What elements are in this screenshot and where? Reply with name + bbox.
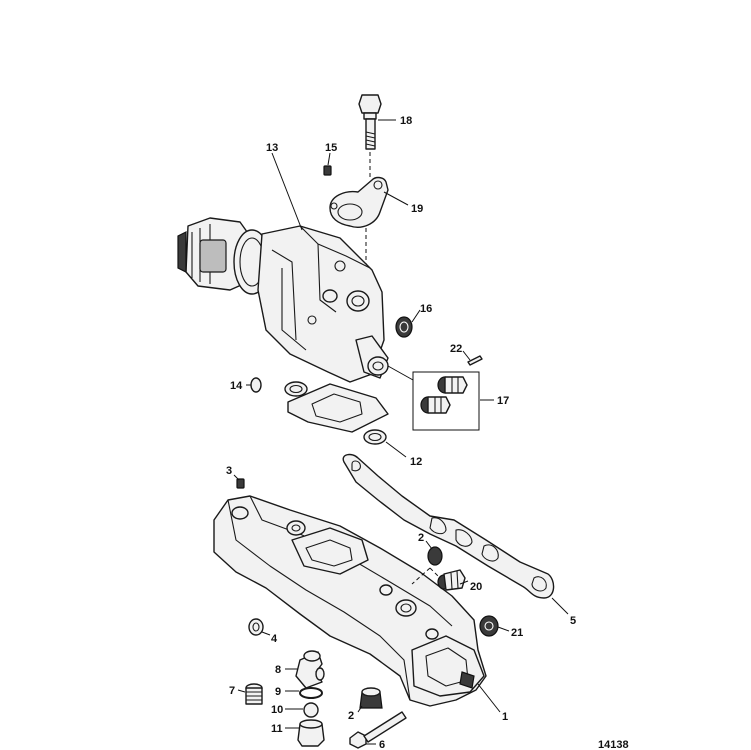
callout-18: 18	[400, 115, 412, 127]
plug-21	[479, 615, 499, 637]
plug-2-upper	[427, 546, 443, 566]
bracket-19	[329, 176, 389, 228]
callout-7: 7	[229, 685, 235, 697]
leader-lines	[233, 119, 569, 745]
callout-12: 12	[410, 456, 422, 468]
manifold-gasket-5	[342, 453, 555, 599]
plug-3	[236, 478, 245, 489]
callout-1: 1	[502, 711, 508, 723]
callout-2-lower: 2	[348, 710, 354, 722]
tee-fitting-8	[295, 650, 325, 689]
gasket-12	[284, 381, 389, 445]
callout-21: 21	[511, 627, 523, 639]
callout-16: 16	[420, 303, 432, 315]
callout-9: 9	[275, 686, 281, 698]
fitting-20	[437, 569, 466, 591]
pin-22	[467, 355, 483, 366]
bolt-6	[349, 711, 407, 749]
callout-5: 5	[570, 615, 576, 627]
callout-20: 20	[470, 581, 482, 593]
callout-11: 11	[271, 723, 283, 735]
ball-10	[303, 702, 319, 718]
callout-6: 6	[379, 739, 385, 750]
plug-2-lower	[359, 687, 383, 709]
callout-14: 14	[230, 380, 243, 392]
callout-8: 8	[275, 664, 281, 676]
plug-4	[248, 618, 264, 636]
o-ring-9	[299, 687, 323, 699]
bolt-18	[358, 94, 382, 150]
callout-22: 22	[450, 343, 462, 355]
fitting-11	[297, 719, 325, 747]
callout-3: 3	[226, 465, 232, 477]
callout-2-upper: 2	[418, 532, 424, 544]
callout-17: 17	[497, 395, 509, 407]
fitting-7	[245, 683, 263, 705]
callout-19: 19	[411, 203, 423, 215]
figure-number: 14138	[598, 739, 629, 750]
callout-13: 13	[266, 142, 278, 154]
fittings-17	[412, 371, 480, 431]
exhaust-manifold-1	[213, 495, 487, 707]
callout-15: 15	[325, 142, 337, 154]
callout-10: 10	[271, 704, 283, 716]
plug-15	[323, 165, 332, 176]
callouts: 18 15 13 19 16 22 17 14 12 3 5 2 20 21 1…	[226, 115, 576, 750]
elbow-13	[177, 217, 389, 383]
plug-14	[250, 377, 262, 393]
plug-16	[395, 316, 413, 338]
callout-4: 4	[271, 633, 278, 645]
